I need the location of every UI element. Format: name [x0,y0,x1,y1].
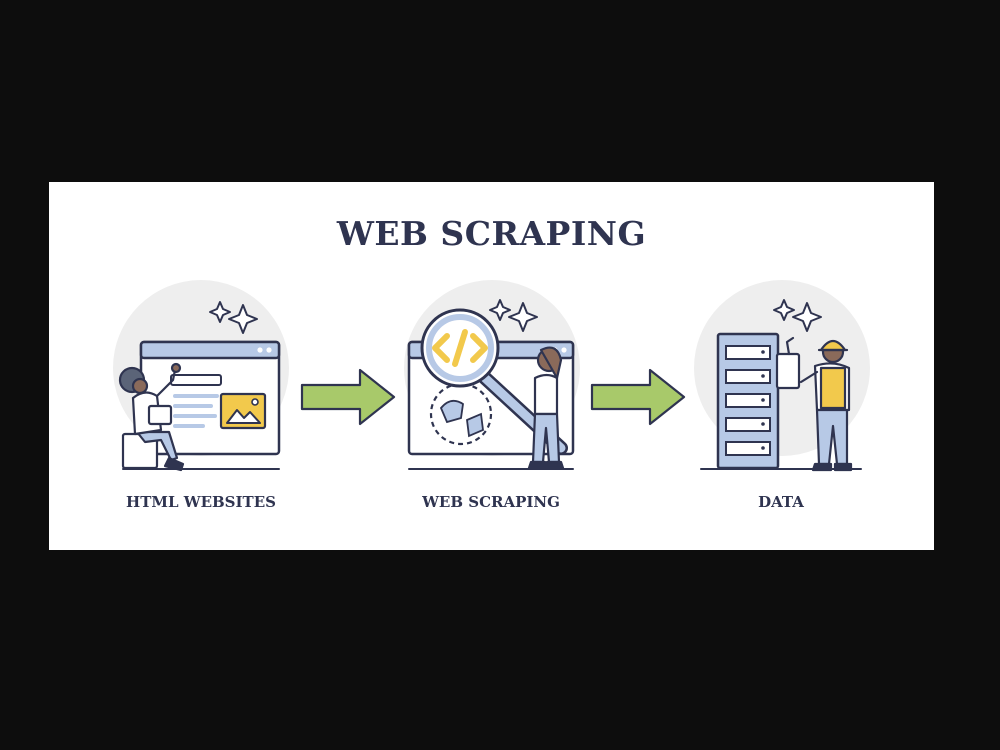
person-scraping-figure [527,346,565,470]
worker-figure [775,336,853,472]
step-label-web-scraping: WEB SCRAPING [422,493,560,511]
globe-icon [429,382,493,446]
server-rack-icon [716,332,780,470]
magnifier-code-icon [420,308,568,455]
step-label-data: DATA [758,493,804,511]
html-websites-illustration [113,280,289,472]
arrow-right-icon [590,368,686,426]
person-browsing-figure [118,362,185,472]
infographic-title: WEB SCRAPING [336,214,647,253]
arrow-right-icon [300,368,396,426]
data-illustration [694,280,870,472]
process-illustration [113,280,870,472]
sparkle-icon [209,301,258,334]
infographic-card: WEB SCRAPING [49,182,934,550]
step-label-html-websites: HTML WEBSITES [126,493,276,511]
sparkle-icon [773,299,822,332]
sparkle-icon [489,299,538,332]
web-scraping-illustration [404,280,580,470]
